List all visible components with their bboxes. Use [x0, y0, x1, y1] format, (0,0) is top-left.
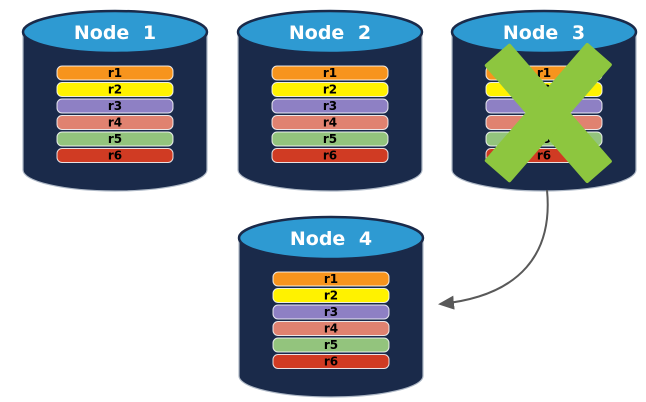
record-bar [272, 354, 390, 369]
record-bar [56, 131, 174, 147]
record-bar [272, 271, 390, 287]
record-label: r5 [108, 132, 122, 146]
record-bar [271, 148, 389, 163]
record-label: r3 [108, 99, 122, 113]
record-label: r4 [108, 116, 122, 130]
record-label: r3 [324, 305, 338, 319]
record-bar [271, 115, 389, 130]
failure-x-icon [484, 43, 612, 183]
record-label: r2 [324, 289, 338, 303]
record-label: r4 [324, 322, 338, 336]
cylinder-top [236, 9, 424, 55]
node-4: Node 4 r1 r2 r3 r4 r5 r6 [237, 215, 425, 398]
cylinder-top [237, 215, 425, 261]
x-stroke [484, 43, 612, 183]
record-bar [272, 321, 390, 336]
record-bar [271, 131, 389, 147]
record-bar [56, 115, 174, 130]
node-label: Node 2 [289, 22, 371, 44]
record-label: r6 [537, 149, 551, 163]
record-label: r1 [324, 272, 338, 286]
record-bar [272, 337, 390, 353]
node-label: Node 3 [503, 22, 585, 44]
record-label: r1 [323, 66, 337, 80]
migration-arrow-icon [438, 189, 549, 310]
node-label: Node 1 [74, 22, 156, 44]
node-2: Node 2 r1 r2 r3 r4 r5 r6 [236, 9, 424, 192]
record-bar [272, 288, 390, 303]
record-label: r5 [324, 338, 338, 352]
record-label: r5 [323, 132, 337, 146]
record-label: r1 [537, 66, 551, 80]
record-bar [272, 304, 390, 320]
record-bar [56, 82, 174, 97]
record-bar [271, 82, 389, 97]
record-label: r2 [108, 83, 122, 97]
record-label: r2 [323, 83, 337, 97]
cylinder-top [450, 9, 638, 55]
record-label: r6 [108, 149, 122, 163]
node-1: Node 1 r1 r2 r3 r4 r5 r6 [21, 9, 209, 192]
record-bar [56, 148, 174, 163]
record-bar [271, 98, 389, 114]
record-label: r1 [108, 66, 122, 80]
node-label: Node 4 [290, 228, 372, 250]
record-label: r6 [324, 355, 338, 369]
record-bar [271, 65, 389, 81]
record-bar [56, 98, 174, 114]
record-label: r3 [323, 99, 337, 113]
node-3: Node 3 r1 r2 r3 r4 r5 r6 [450, 9, 638, 192]
record-label: r6 [323, 149, 337, 163]
record-bar [56, 65, 174, 81]
cylinder-top [21, 9, 209, 55]
record-label: r4 [323, 116, 337, 130]
